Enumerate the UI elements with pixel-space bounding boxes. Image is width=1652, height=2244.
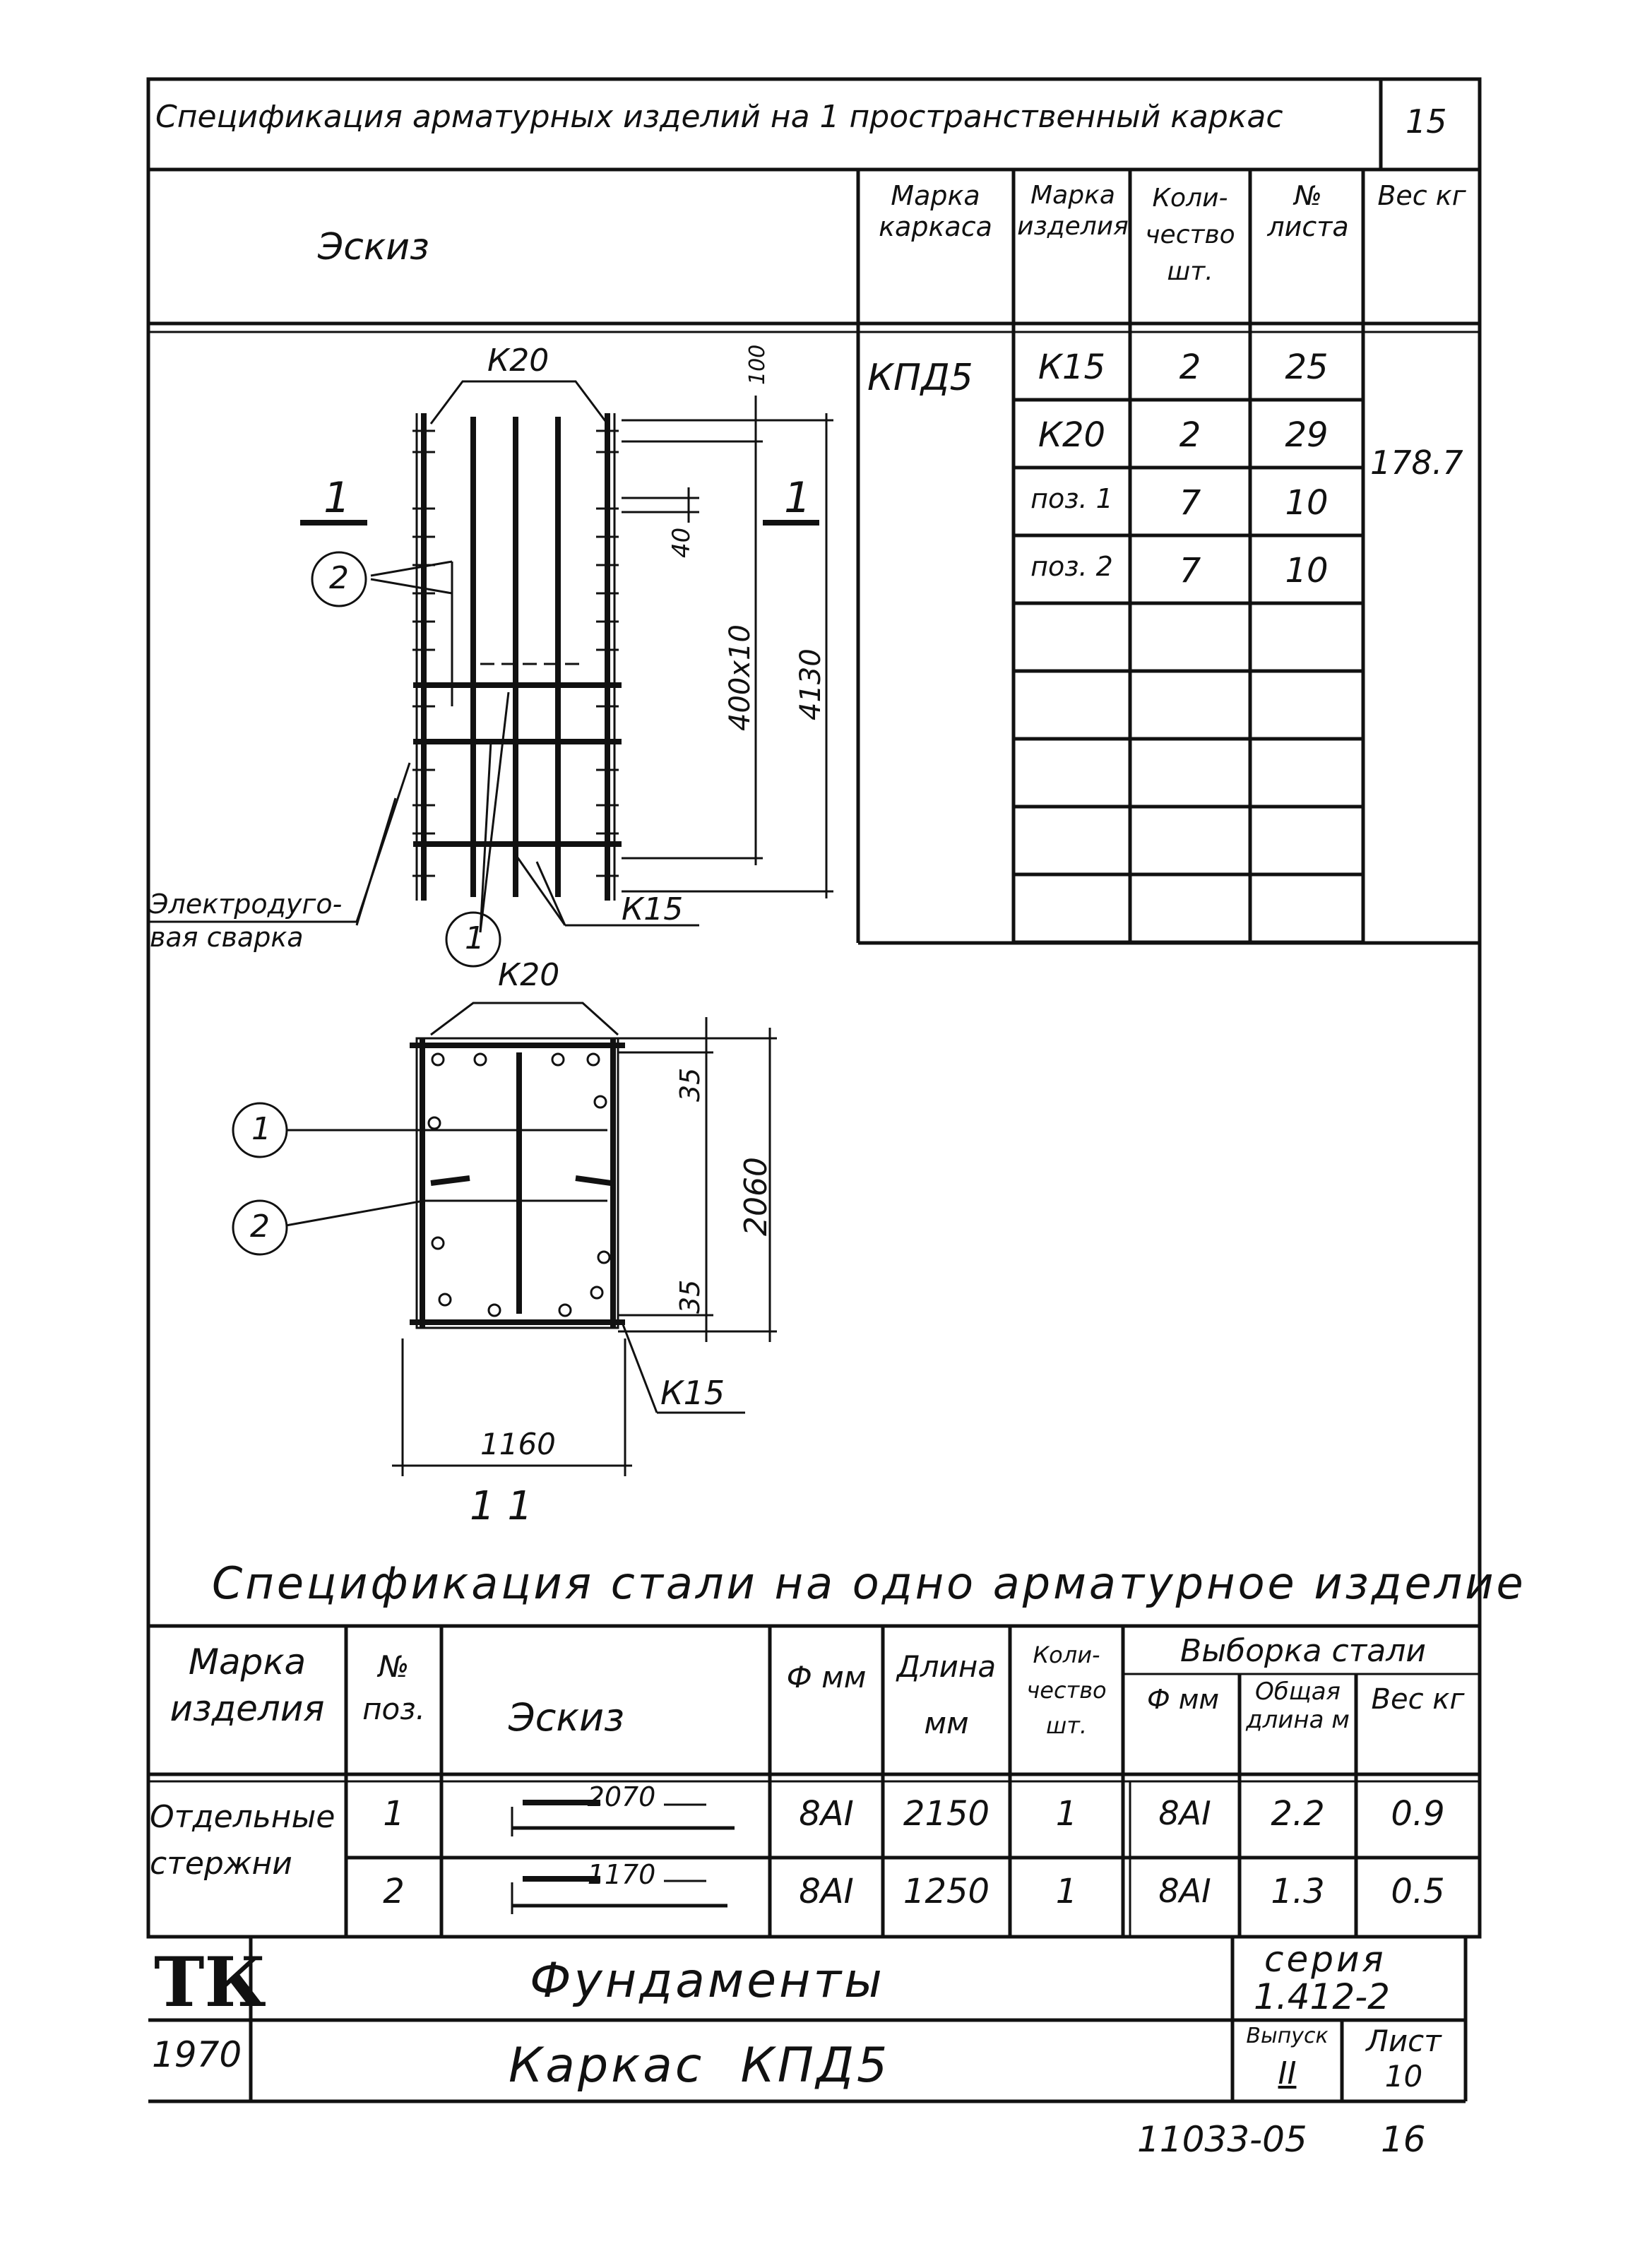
hdr-sketch: Эскиз bbox=[509, 1695, 624, 1740]
steel-cell-qty: 1 bbox=[1055, 1794, 1078, 1834]
rebar-dot bbox=[586, 1052, 600, 1067]
callout-1-section: 1 bbox=[251, 1111, 271, 1147]
steel-cell-pos: 1 bbox=[383, 1794, 405, 1834]
hdr-pos-no: № поз. bbox=[362, 1649, 425, 1726]
callout-2-elevation: 2 bbox=[329, 560, 349, 596]
rebar-dot bbox=[590, 1286, 604, 1300]
doc-number: 11033-05 bbox=[1137, 2119, 1307, 2160]
footer-page: 16 bbox=[1381, 2119, 1426, 2160]
dim-400x10: 400x10 bbox=[724, 624, 756, 731]
steel-cell-weight: 0.9 bbox=[1391, 1794, 1445, 1834]
section-mark-right: 1 bbox=[784, 473, 812, 523]
hdr-diameter: Ф мм bbox=[786, 1660, 867, 1694]
spec-cell-sheet: 29 bbox=[1285, 415, 1329, 455]
col-sketch-header: Эскиз bbox=[318, 226, 429, 268]
steel-cell-weight: 0.5 bbox=[1391, 1872, 1445, 1911]
series-value: 1.412-2 bbox=[1254, 1976, 1390, 2017]
total-weight: 178.7 bbox=[1370, 444, 1463, 482]
sheet-value: 10 bbox=[1384, 2059, 1423, 2094]
hdr-length: Длина мм bbox=[896, 1649, 997, 1740]
steel-spec-title: Спецификация стали на одно арматурное из… bbox=[212, 1557, 1526, 1609]
spec-cell-qty: 7 bbox=[1179, 551, 1201, 590]
rebar-dot bbox=[558, 1303, 572, 1317]
spec-cell-item: поз. 1 bbox=[1030, 483, 1113, 514]
dim-4130: 4130 bbox=[795, 648, 827, 720]
rebar-dot bbox=[473, 1052, 487, 1067]
issue-value: II bbox=[1278, 2055, 1297, 2091]
rebar-dot bbox=[597, 1250, 611, 1264]
hdr-sel-diameter: Ф мм bbox=[1146, 1684, 1220, 1715]
spec-cell-item: К20 bbox=[1038, 415, 1106, 455]
issue-label: Выпуск bbox=[1246, 2024, 1329, 2048]
welding-note-line1: Электродуго- bbox=[150, 889, 343, 920]
col-frame-mark-header: Марка каркаса bbox=[879, 180, 992, 242]
steel-cell-dia: 8AI bbox=[799, 1872, 854, 1911]
label-k15-elevation: К15 bbox=[622, 891, 684, 927]
welding-note-line2: вая сварка bbox=[150, 922, 304, 953]
steel-cell-length: 2150 bbox=[903, 1794, 990, 1834]
dim-2060: 2060 bbox=[738, 1157, 774, 1236]
page-number: 15 bbox=[1406, 102, 1447, 141]
col-item-mark-header: Марка изделия bbox=[1017, 181, 1129, 241]
steel-cell-pos: 2 bbox=[383, 1872, 405, 1911]
steel-cell-qty: 1 bbox=[1055, 1872, 1078, 1911]
label-k15-section: К15 bbox=[660, 1374, 725, 1412]
spec-cell-sheet: 25 bbox=[1285, 348, 1329, 387]
rebar-dot bbox=[431, 1052, 445, 1067]
rebar-dot bbox=[438, 1293, 452, 1307]
spec-cell-qty: 7 bbox=[1179, 483, 1201, 523]
hdr-steel-selection: Выборка стали bbox=[1180, 1633, 1426, 1669]
dim-100: 100 bbox=[745, 344, 770, 385]
dim-1160: 1160 bbox=[480, 1427, 556, 1461]
steel-cell-total-len: 2.2 bbox=[1271, 1794, 1325, 1834]
callout-1-elevation: 1 bbox=[465, 920, 485, 956]
dim-40: 40 bbox=[667, 527, 696, 558]
steel-cell-sketch-dim: 2070 bbox=[587, 1781, 656, 1812]
spec-cell-qty: 2 bbox=[1179, 415, 1201, 455]
steel-cell-sel-dia: 8AI bbox=[1158, 1794, 1211, 1832]
steel-cell-length: 1250 bbox=[903, 1872, 990, 1911]
steel-cell-sel-dia: 8AI bbox=[1158, 1872, 1211, 1910]
year: 1970 bbox=[152, 2034, 242, 2075]
spec-cell-sheet: 10 bbox=[1285, 551, 1329, 590]
label-k20-section: К20 bbox=[498, 957, 560, 993]
spec-title: Спецификация арматурных изделий на 1 про… bbox=[155, 99, 1283, 135]
dim-35-bottom: 35 bbox=[675, 1279, 706, 1314]
section-label: 1 1 bbox=[470, 1483, 533, 1529]
drawing-name: Каркас КПД5 bbox=[509, 2038, 891, 2094]
steel-cell-dia: 8AI bbox=[799, 1794, 854, 1834]
hdr-quantity: Коли-чество шт. bbox=[1026, 1642, 1107, 1739]
rebar-dot bbox=[431, 1236, 445, 1250]
org-logo: ТК bbox=[154, 1942, 266, 2022]
group-label: Отдельные стержни bbox=[150, 1799, 335, 1882]
col-weight-header: Вес кг bbox=[1377, 180, 1466, 211]
subject: Фундаменты bbox=[530, 1953, 885, 2009]
col-sheet-no-header: № листа bbox=[1267, 180, 1349, 242]
col-quantity-header: Коли-чество шт. bbox=[1145, 184, 1235, 286]
label-k20-top: К20 bbox=[487, 343, 549, 379]
rebar-dot bbox=[593, 1095, 607, 1109]
callout-2-section: 2 bbox=[250, 1209, 270, 1245]
hdr-sel-weight: Вес кг bbox=[1371, 1683, 1465, 1716]
spec-cell-sheet: 10 bbox=[1285, 483, 1329, 523]
rebar-dot bbox=[551, 1052, 565, 1067]
hdr-item-mark: Марка изделия bbox=[170, 1642, 325, 1729]
sheet-label: Лист bbox=[1366, 2024, 1442, 2058]
hdr-sel-total-length: Общая длина м bbox=[1246, 1678, 1350, 1734]
spec-cell-item: поз. 2 bbox=[1030, 551, 1113, 582]
rebar-dot bbox=[427, 1116, 441, 1130]
section-mark-left: 1 bbox=[323, 473, 351, 523]
spec-cell-item: К15 bbox=[1038, 348, 1106, 387]
steel-cell-total-len: 1.3 bbox=[1271, 1872, 1325, 1911]
spec-cell-qty: 2 bbox=[1179, 348, 1201, 387]
rebar-dot bbox=[487, 1303, 501, 1317]
frame-mark: КПД5 bbox=[867, 357, 973, 399]
dim-35-top: 35 bbox=[675, 1067, 706, 1102]
steel-cell-sketch-dim: 1170 bbox=[587, 1859, 656, 1890]
series-label: серия bbox=[1264, 1939, 1386, 1980]
